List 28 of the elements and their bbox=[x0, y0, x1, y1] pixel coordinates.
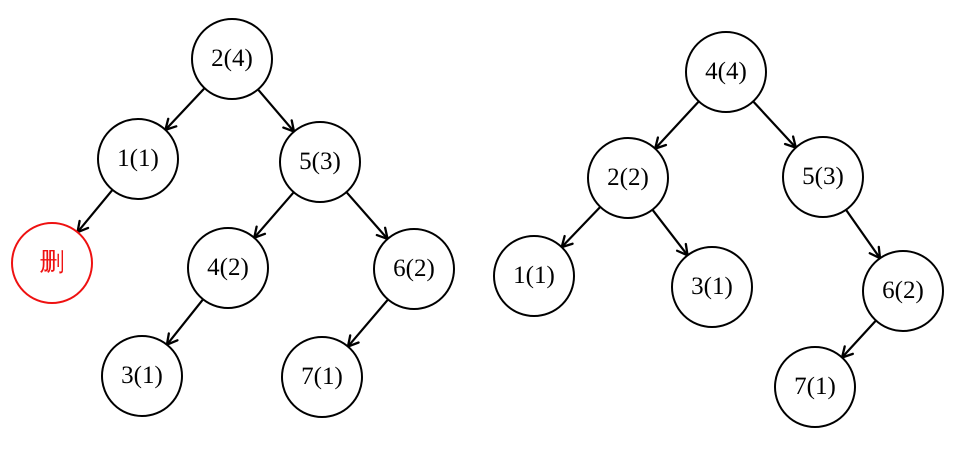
node-label: 删 bbox=[40, 249, 64, 277]
node-label: 7(1) bbox=[794, 373, 836, 401]
arrow bbox=[346, 298, 389, 348]
arrow bbox=[76, 189, 114, 234]
node-label: 6(2) bbox=[882, 277, 924, 305]
arrow bbox=[654, 100, 700, 150]
arrow bbox=[253, 191, 295, 239]
node-label: 5(3) bbox=[299, 148, 341, 176]
arrow bbox=[840, 320, 877, 359]
node-label: 1(1) bbox=[513, 262, 555, 290]
node-label: 5(3) bbox=[802, 163, 844, 191]
node-label: 3(1) bbox=[691, 273, 733, 301]
arrow bbox=[845, 209, 882, 260]
node-label: 1(1) bbox=[117, 145, 159, 173]
node-label: 4(2) bbox=[207, 254, 249, 282]
arrow bbox=[257, 88, 296, 133]
node-label: 3(1) bbox=[121, 362, 163, 390]
node-label: 6(2) bbox=[393, 255, 435, 283]
arrow bbox=[560, 206, 602, 248]
arrow bbox=[652, 209, 689, 256]
arrow bbox=[752, 100, 797, 149]
node-label: 7(1) bbox=[301, 363, 343, 391]
arrow bbox=[166, 298, 204, 346]
arrow bbox=[346, 191, 389, 240]
arrow bbox=[164, 87, 206, 131]
node-label: 2(2) bbox=[607, 164, 649, 192]
node-label: 4(4) bbox=[705, 58, 747, 86]
node-label: 2(4) bbox=[211, 45, 253, 73]
